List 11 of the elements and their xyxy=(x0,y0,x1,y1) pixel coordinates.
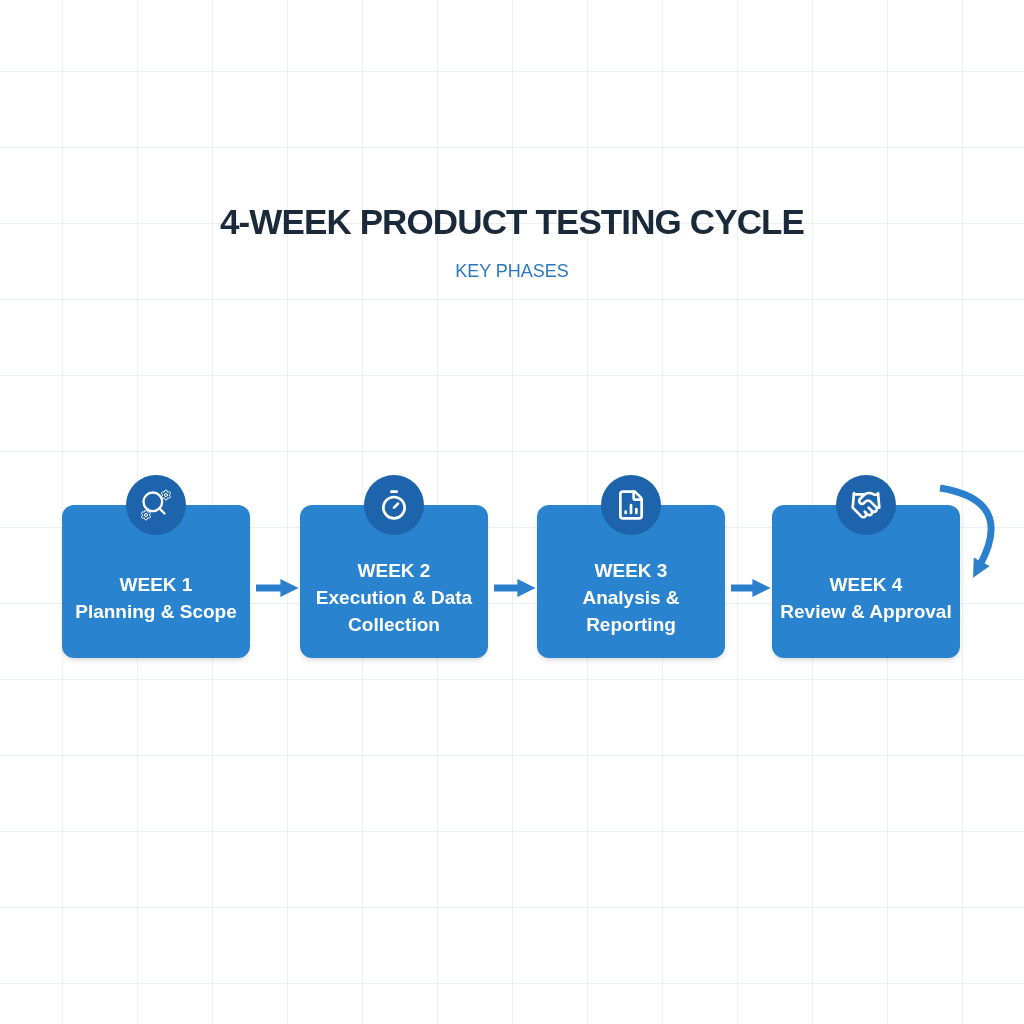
week-label: WEEK 2 xyxy=(356,559,432,583)
title: 4-WEEK PRODUCT TESTING CYCLE xyxy=(219,202,805,241)
phase-name: Planning & Scope xyxy=(74,599,238,624)
week-label: WEEK 3 xyxy=(593,559,669,583)
week-label: WEEK 1 xyxy=(118,572,194,597)
phase-name: Analysis & Reporting xyxy=(581,586,681,637)
phase-name: Review & Approval xyxy=(779,599,953,624)
phase-name: Execution & Data Collection xyxy=(314,586,474,637)
arrow xyxy=(939,484,995,579)
subtitle: KEY PHASES xyxy=(455,261,569,281)
week-label: WEEK 4 xyxy=(828,572,904,597)
